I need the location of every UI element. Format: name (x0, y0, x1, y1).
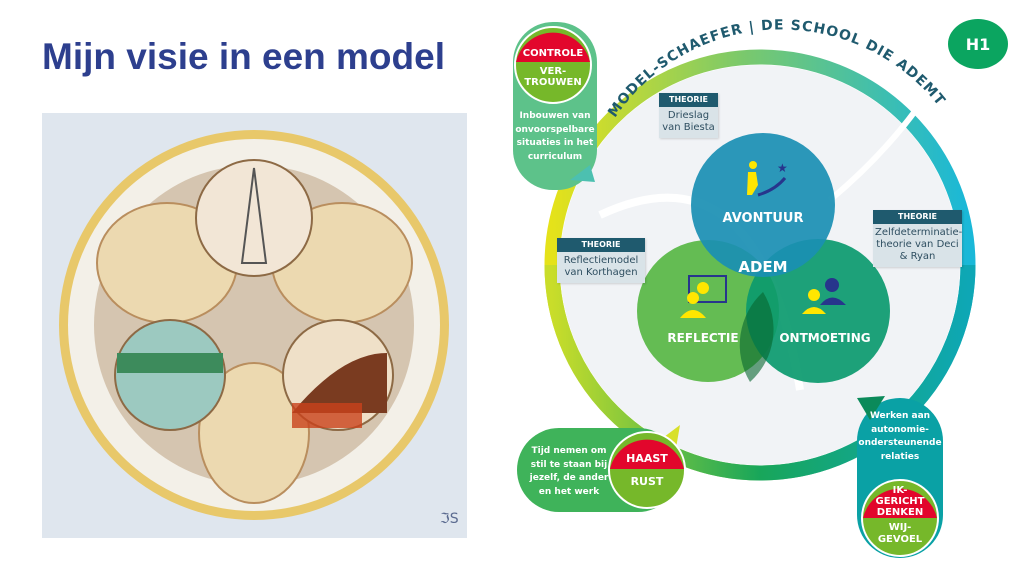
painting-image: ℑS (42, 113, 467, 538)
callout-ik-text: Werken aan autonomie-ondersteunende rela… (858, 411, 942, 462)
theorie-body: Drieslag van Biesta (662, 110, 715, 133)
svg-text:HAAST: HAAST (626, 452, 668, 465)
h1-badge (948, 19, 1008, 69)
svg-text:IK-: IK- (893, 485, 908, 496)
svg-text:GERICHT: GERICHT (876, 496, 925, 507)
ik-wij-badge: IK- GERICHT DENKEN WIJ- GEVOEL (861, 479, 939, 557)
svg-text:VER-: VER- (540, 66, 566, 77)
ontmoeting-label: ONTMOETING (779, 331, 870, 345)
adventure-icon: ★ (747, 161, 788, 197)
controle-vertrouwen-badge: CONTROLE VER- TROUWEN (514, 26, 592, 104)
h1-badge-label: H1 (966, 35, 991, 54)
theorie-box-korthagen: THEORIE Reflectiemodel van Korthagen (557, 238, 645, 283)
avontuur-circle (691, 133, 835, 277)
model-diagram: MODEL-SCHAEFER | DE SCHOOL DIE ADEMT ★ A… (500, 0, 1024, 576)
adem-label: ADEM (738, 258, 787, 276)
avontuur-label: AVONTUUR (723, 211, 804, 226)
reflectie-label: REFLECTIE (667, 331, 738, 345)
theorie-header: THEORIE (557, 238, 645, 252)
theorie-body: Reflectiemodel van Korthagen (563, 255, 639, 278)
meeting-icon (802, 278, 846, 314)
painting-monogram: ℑS (440, 511, 459, 527)
svg-text:CONTROLE: CONTROLE (523, 48, 584, 59)
callout-controle-text: Inbouwen van onvoorspelbare situaties in… (515, 111, 595, 162)
theorie-box-biesta: THEORIE Drieslag van Biesta (659, 93, 718, 138)
svg-text:★: ★ (777, 161, 788, 175)
svg-text:WIJ-: WIJ- (889, 522, 912, 533)
model-graphic: MODEL-SCHAEFER | DE SCHOOL DIE ADEMT ★ A… (513, 17, 1008, 558)
reflection-icon (680, 275, 727, 318)
theorie-header: THEORIE (873, 210, 962, 224)
theorie-box-deci-ryan: THEORIE Zelfdeterminatie-theorie van Dec… (873, 210, 962, 267)
svg-text:RUST: RUST (631, 475, 664, 488)
svg-text:TROUWEN: TROUWEN (524, 77, 581, 88)
svg-text:GEVOEL: GEVOEL (878, 534, 923, 545)
page-title: Mijn visie in een model (42, 36, 445, 77)
callout-haast-text: Tijd nemen om stil te staan bij jezelf, … (529, 446, 609, 497)
theorie-body: Zelfdeterminatie-theorie van Deci & Ryan (875, 227, 963, 262)
theorie-header: THEORIE (659, 93, 718, 107)
svg-text:DENKEN: DENKEN (877, 507, 923, 518)
haast-rust-badge: HAAST RUST (608, 431, 686, 509)
